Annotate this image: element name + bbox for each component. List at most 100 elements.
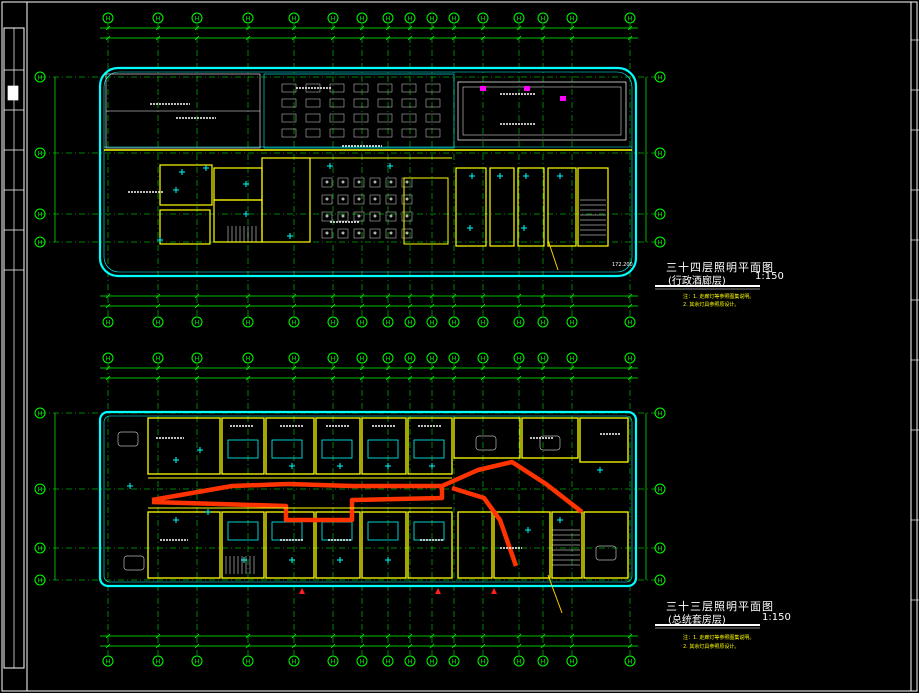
upper-dining-table — [281, 98, 297, 108]
upper-lounge-table — [341, 231, 345, 235]
column-axis-bubble — [537, 316, 549, 328]
upper-light-fixture — [497, 173, 503, 179]
dimension-tick — [155, 293, 161, 299]
upper-dining-table — [425, 98, 441, 108]
dimension-tick — [245, 375, 251, 381]
lower-light-fixture — [385, 557, 391, 563]
dimension-tick — [569, 25, 575, 31]
column-axis-bubble-label: H — [628, 355, 633, 362]
dimension-tick — [359, 365, 365, 371]
row-axis-bubble — [34, 147, 46, 159]
dimension-tick — [480, 375, 486, 381]
dimension-tick — [245, 365, 251, 371]
upper-lounge-table — [325, 197, 329, 201]
lower-light-fixture — [597, 467, 603, 473]
column-axis-bubble — [624, 655, 636, 667]
dimension-tick — [359, 25, 365, 31]
upper-light-fixture — [157, 237, 163, 243]
upper-left-room — [213, 167, 263, 201]
upper-lounge-seat — [321, 211, 333, 222]
lower-light-fixture — [337, 463, 343, 469]
column-axis-bubble-label: H — [195, 319, 200, 326]
row-axis-bubble — [34, 236, 46, 248]
column-axis-bubble-label: H — [452, 355, 457, 362]
column-axis-bubble-label: H — [408, 15, 413, 22]
row-axis-bubble-label: H — [658, 74, 663, 81]
dimension-tick — [516, 293, 522, 299]
upper-dining-table — [353, 128, 369, 138]
dimension-tick — [194, 365, 200, 371]
lower-guest-room-top — [453, 417, 521, 459]
lower-bathroom — [271, 521, 303, 541]
column-axis-bubble — [191, 352, 203, 364]
dimension-tick — [407, 365, 413, 371]
upper-building-inner-outline — [103, 71, 633, 273]
dimension-tick — [407, 25, 413, 31]
upper-lounge-seat — [369, 228, 381, 239]
column-axis-bubble-label: H — [106, 15, 111, 22]
lower-bathroom — [413, 521, 445, 541]
column-axis-bubble-label: H — [628, 319, 633, 326]
dimension-tick — [330, 293, 336, 299]
column-axis-bubble-label: H — [360, 319, 365, 326]
column-axis-bubble-label: H — [570, 355, 575, 362]
dimension-tick — [155, 25, 161, 31]
floor-plans-layer — [98, 66, 638, 594]
lower-light-fixture — [525, 527, 531, 533]
column-axis-bubble — [152, 316, 164, 328]
column-axis-bubble-label: H — [452, 658, 457, 665]
dimension-tick — [569, 643, 575, 649]
dimension-tick — [516, 303, 522, 309]
lower-bathroom — [367, 439, 399, 459]
row-axis-bubble — [654, 147, 666, 159]
dimension-tick — [291, 293, 297, 299]
row-axis-bubble-label: H — [658, 486, 663, 493]
upper-light-fixture — [557, 173, 563, 179]
column-axis-bubble — [566, 316, 578, 328]
dimension-tick — [516, 25, 522, 31]
column-axis-bubble-label: H — [481, 658, 486, 665]
upper-lounge-table — [357, 180, 361, 184]
column-axis-bubble-label: H — [195, 355, 200, 362]
column-axis-bubble-label: H — [541, 355, 546, 362]
dimension-tick — [385, 365, 391, 371]
dimension-tick — [155, 365, 161, 371]
column-axis-bubble — [404, 352, 416, 364]
dimension-tick — [569, 365, 575, 371]
dimension-tick — [480, 633, 486, 639]
lower-exit-marker — [299, 588, 305, 594]
dimension-tick — [429, 35, 435, 41]
dimension-tick — [105, 303, 111, 309]
column-axis-bubble — [356, 316, 368, 328]
column-axis-bubble-label: H — [430, 319, 435, 326]
dimension-tick — [451, 375, 457, 381]
dimension-tick — [330, 365, 336, 371]
column-axis-bubble — [327, 655, 339, 667]
upper-light-fixture — [327, 163, 333, 169]
dimension-tick — [407, 633, 413, 639]
upper-lounge-seat — [321, 228, 333, 239]
dimension-tick — [105, 375, 111, 381]
lower-guest-room-bottom — [457, 511, 493, 579]
upper-annotation-mark — [524, 86, 530, 91]
column-axis-bubble — [448, 352, 460, 364]
column-axis-bubble-label: H — [195, 15, 200, 22]
upper-lounge-seat — [401, 211, 413, 222]
lower-guest-room-top — [521, 417, 579, 459]
row-axis-bubble-label: H — [658, 545, 663, 552]
column-axis-bubble — [356, 655, 368, 667]
column-axis-bubble-label: H — [517, 355, 522, 362]
dimension-tick — [516, 633, 522, 639]
column-axis-bubble-label: H — [408, 355, 413, 362]
column-axis-bubble-label: H — [360, 15, 365, 22]
lower-guest-room-bottom — [315, 511, 361, 579]
upper-dining-table — [329, 98, 345, 108]
upper-dining-table — [401, 98, 417, 108]
row-axis-bubble-label: H — [38, 545, 43, 552]
column-axis-bubble — [191, 655, 203, 667]
dimension-tick — [627, 293, 633, 299]
lower-guest-room-bottom — [493, 511, 551, 579]
dimension-tick — [516, 375, 522, 381]
upper-dining-table — [401, 128, 417, 138]
upper-lounge-table — [357, 214, 361, 218]
